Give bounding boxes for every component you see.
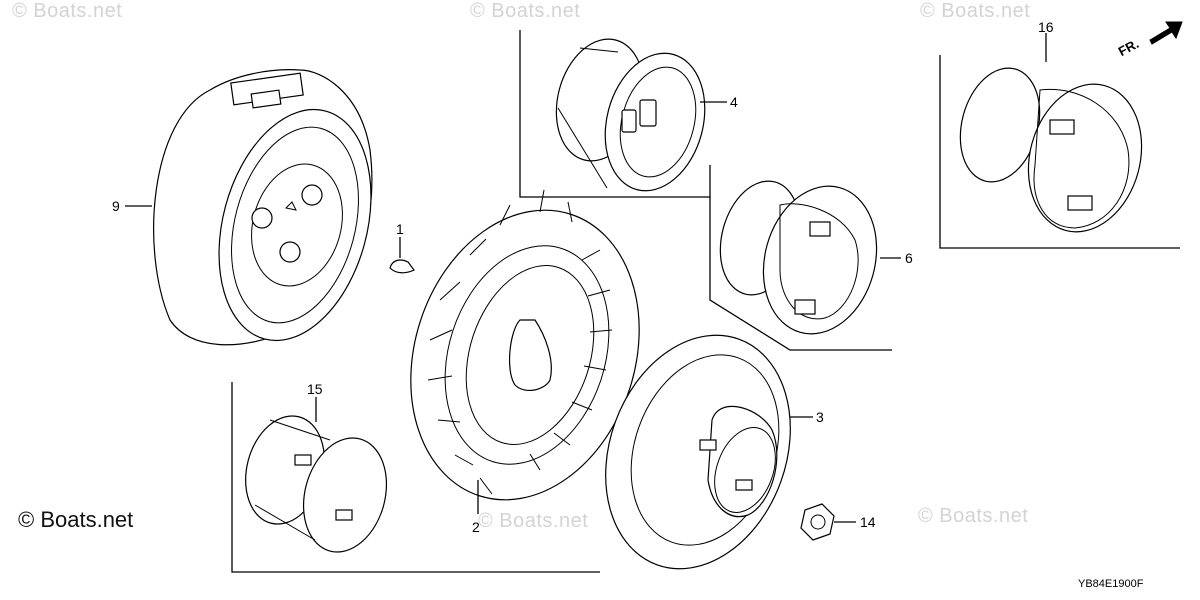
callout-6[interactable]: 6 (905, 250, 913, 266)
watermark: © Boats.net (18, 507, 134, 532)
group-frame-6 (709, 197, 892, 351)
key-part-1[interactable] (389, 259, 415, 274)
fan-part-2[interactable] (375, 180, 676, 529)
ring-part-6[interactable] (708, 172, 892, 347)
watermark: © Boats.net (920, 0, 1031, 22)
callout-1[interactable]: 1 (396, 221, 404, 237)
group-frame-16 (939, 55, 1180, 249)
watermark: © Boats.net (12, 0, 123, 22)
ring-part-4[interactable] (543, 29, 719, 202)
callout-9[interactable]: 9 (112, 198, 120, 214)
callout-4[interactable]: 4 (730, 94, 738, 110)
nut-part-14[interactable] (800, 503, 835, 541)
callout-14[interactable]: 14 (860, 514, 876, 530)
front-direction-arrow-icon (1149, 21, 1183, 45)
group-frame-15 (231, 382, 600, 573)
watermark: © Boats.net (478, 510, 589, 532)
callout-3[interactable]: 3 (816, 409, 824, 425)
group-frame-4 (519, 30, 711, 198)
watermark: © Boats.net (470, 0, 581, 22)
callout-2[interactable]: 2 (472, 519, 480, 535)
watermark: © Boats.net (918, 505, 1029, 527)
callout-15[interactable]: 15 (307, 381, 323, 397)
pulley-part-3[interactable] (574, 309, 821, 595)
flywheel-part-9[interactable] (153, 69, 395, 358)
diagram-code: YB84E1900F (1078, 578, 1144, 590)
ring-part-16[interactable] (948, 59, 1157, 245)
callout-16[interactable]: 16 (1038, 19, 1054, 35)
ring-part-15[interactable] (234, 407, 399, 561)
